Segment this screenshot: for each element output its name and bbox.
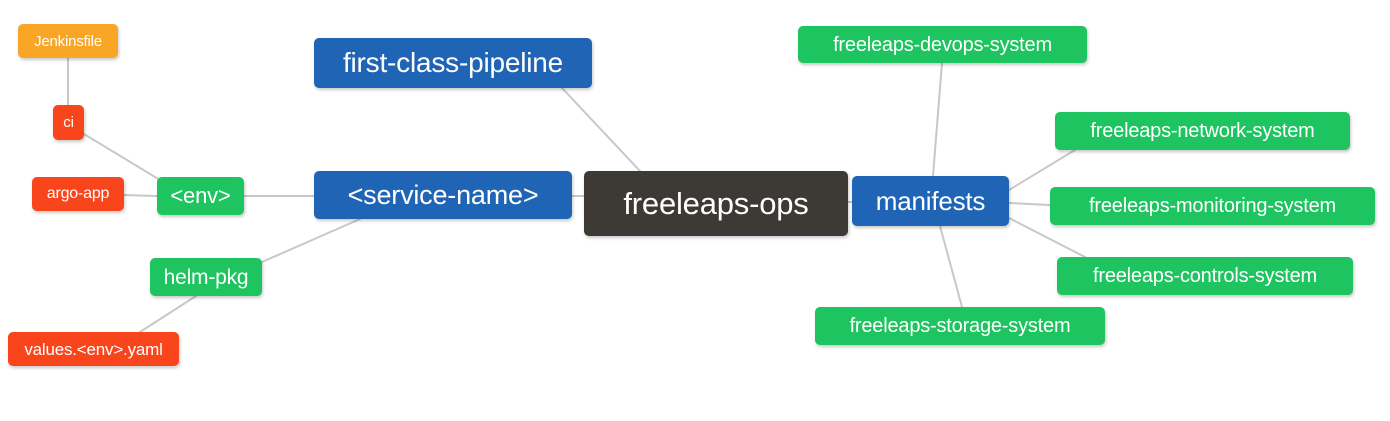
- node-first-class-pipeline[interactable]: first-class-pipeline: [314, 38, 592, 88]
- node-label-manifests: manifests: [875, 186, 986, 216]
- edge-manifests-to-freeleaps-monitoring-system: [1008, 202, 1051, 206]
- node-freeleaps-controls-system[interactable]: freeleaps-controls-system: [1057, 257, 1353, 295]
- node-label-freeleaps-controls-system: freeleaps-controls-system: [1093, 265, 1317, 287]
- node-label-jenkinsfile: Jenkinsfile: [34, 32, 102, 50]
- node-freeleaps-network-system[interactable]: freeleaps-network-system: [1055, 112, 1350, 150]
- node-freeleaps-storage-system[interactable]: freeleaps-storage-system: [815, 307, 1105, 345]
- node-jenkinsfile[interactable]: Jenkinsfile: [18, 24, 118, 58]
- node-label-argo-app: argo-app: [46, 185, 110, 202]
- node-label-freeleaps-devops-system: freeleaps-devops-system: [833, 33, 1052, 56]
- node-label-freeleaps-network-system: freeleaps-network-system: [1090, 120, 1315, 142]
- node-label-freeleaps-monitoring-system: freeleaps-monitoring-system: [1089, 195, 1336, 217]
- node-freeleaps-ops[interactable]: freeleaps-ops: [584, 171, 848, 236]
- node-freeleaps-monitoring-system[interactable]: freeleaps-monitoring-system: [1050, 187, 1375, 225]
- node-manifests[interactable]: manifests: [852, 176, 1009, 226]
- node-label-env: <env>: [170, 183, 231, 208]
- node-service-name[interactable]: <service-name>: [314, 171, 572, 219]
- node-env[interactable]: <env>: [157, 177, 244, 215]
- node-label-service-name: <service-name>: [347, 179, 539, 210]
- node-label-freeleaps-ops: freeleaps-ops: [623, 186, 809, 221]
- node-label-ci: ci: [63, 114, 74, 131]
- edge-service-name-to-helm-pkg: [261, 218, 361, 263]
- node-freeleaps-devops-system[interactable]: freeleaps-devops-system: [798, 26, 1087, 63]
- node-values-yaml[interactable]: values.<env>.yaml: [8, 332, 179, 366]
- node-argo-app[interactable]: argo-app: [32, 177, 124, 211]
- edge-helm-pkg-to-values-yaml: [139, 295, 197, 333]
- edge-manifests-to-freeleaps-devops-system: [932, 62, 943, 177]
- node-label-helm-pkg: helm-pkg: [163, 265, 249, 289]
- node-label-values-yaml: values.<env>.yaml: [24, 339, 163, 359]
- edge-ci-to-env: [83, 133, 161, 181]
- node-label-freeleaps-storage-system: freeleaps-storage-system: [849, 315, 1071, 337]
- edge-argo-app-to-env: [123, 194, 158, 197]
- node-label-first-class-pipeline: first-class-pipeline: [342, 47, 564, 78]
- node-ci[interactable]: ci: [53, 105, 84, 140]
- edge-manifests-to-freeleaps-storage-system: [939, 225, 963, 308]
- edge-first-class-pipeline-to-freeleaps-ops: [561, 87, 641, 172]
- edge-manifests-to-freeleaps-network-system: [1008, 149, 1076, 191]
- node-helm-pkg[interactable]: helm-pkg: [150, 258, 262, 296]
